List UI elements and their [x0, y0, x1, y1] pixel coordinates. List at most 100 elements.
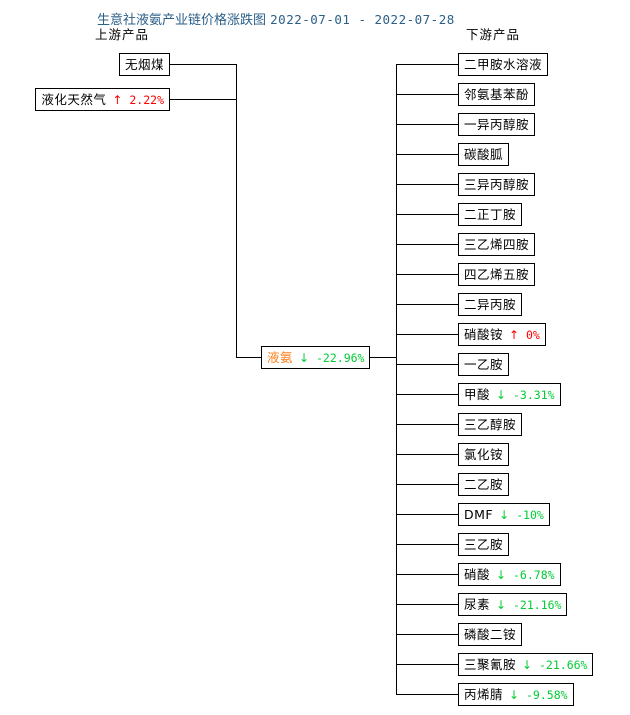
downstream-node-2[interactable]: 邻氨基苯酚: [458, 83, 536, 106]
downstream-node-6[interactable]: 二正丁胺: [458, 203, 523, 226]
arrow-down-icon: ↓: [496, 388, 507, 402]
downstream-node-4[interactable]: 碳酸胍: [458, 143, 510, 166]
node-label: 液氨: [267, 350, 294, 365]
connector-downstream-12: [396, 394, 458, 395]
node-label: 无烟煤: [124, 57, 164, 72]
change-down-value: ↓ -21.16%: [496, 598, 562, 612]
downstream-node-17[interactable]: 三乙胺: [458, 533, 510, 556]
node-label: 二乙胺: [464, 477, 504, 492]
upstream-node-1[interactable]: 无烟煤: [118, 53, 170, 76]
downstream-node-13[interactable]: 三乙醇胺: [458, 413, 523, 436]
connector-upstream-2: [170, 99, 236, 100]
arrow-up-icon: ↑: [112, 93, 123, 107]
connector-downstream-13: [396, 424, 458, 425]
node-label: DMF: [464, 507, 494, 522]
node-label: 二正丁胺: [464, 207, 517, 222]
node-label: 硝酸铵: [464, 327, 504, 342]
arrow-down-icon: ↓: [509, 688, 520, 702]
connector-downstream-8: [396, 274, 458, 275]
connector-downstream-10: [396, 334, 458, 335]
connector-downstream-22: [396, 694, 458, 695]
connector-left-to-center: [236, 357, 261, 358]
downstream-node-1[interactable]: 二甲胺水溶液: [458, 53, 549, 76]
node-label: 丙烯腈: [464, 687, 504, 702]
upstream-node-2[interactable]: 液化天然气 ↑ 2.22%: [35, 88, 170, 111]
upstream-column-header: 上游产品: [95, 27, 150, 42]
node-label: 磷酸二铵: [464, 627, 517, 642]
node-label: 氯化铵: [464, 447, 504, 462]
connector-downstream-20: [396, 634, 458, 635]
node-label: 液化天然气: [41, 92, 107, 107]
node-label: 四乙烯五胺: [464, 267, 530, 282]
connector-left-bus: [236, 64, 237, 357]
connector-downstream-4: [396, 154, 458, 155]
downstream-column-header: 下游产品: [466, 27, 521, 42]
downstream-node-18[interactable]: 硝酸 ↓ -6.78%: [458, 563, 561, 586]
downstream-node-9[interactable]: 二异丙胺: [458, 293, 523, 316]
connector-upstream-1: [170, 64, 236, 65]
change-up-value: ↑ 2.22%: [112, 93, 164, 107]
connector-downstream-1: [396, 64, 458, 65]
downstream-node-19[interactable]: 尿素 ↓ -21.16%: [458, 593, 568, 616]
downstream-node-21[interactable]: 三聚氰胺 ↓ -21.66%: [458, 653, 594, 676]
connector-downstream-15: [396, 484, 458, 485]
connector-downstream-5: [396, 184, 458, 185]
connector-downstream-21: [396, 664, 458, 665]
connector-downstream-7: [396, 244, 458, 245]
node-label: 三聚氰胺: [464, 657, 517, 672]
node-label: 二甲胺水溶液: [464, 57, 543, 72]
connector-downstream-17: [396, 544, 458, 545]
node-label: 一乙胺: [464, 357, 504, 372]
connector-downstream-11: [396, 364, 458, 365]
change-down-value: ↓ -21.66%: [522, 658, 588, 672]
arrow-down-icon: ↓: [496, 568, 507, 582]
change-up-value: ↑ 0%: [509, 328, 540, 342]
connector-center-to-right: [370, 357, 396, 358]
node-label: 甲酸: [464, 387, 491, 402]
connector-downstream-19: [396, 604, 458, 605]
title-date-range: 2022-07-01 - 2022-07-28: [270, 12, 455, 27]
connector-downstream-2: [396, 94, 458, 95]
node-label: 硝酸: [464, 567, 491, 582]
node-label: 邻氨基苯酚: [464, 87, 530, 102]
downstream-node-14[interactable]: 氯化铵: [458, 443, 510, 466]
downstream-node-15[interactable]: 二乙胺: [458, 473, 510, 496]
downstream-node-11[interactable]: 一乙胺: [458, 353, 510, 376]
downstream-node-16[interactable]: DMF ↓ -10%: [458, 503, 550, 526]
node-label: 碳酸胍: [464, 147, 504, 162]
downstream-node-10[interactable]: 硝酸铵 ↑ 0%: [458, 323, 546, 346]
connector-downstream-18: [396, 574, 458, 575]
node-label: 三乙烯四胺: [464, 237, 530, 252]
node-label: 三异丙醇胺: [464, 177, 530, 192]
connector-downstream-3: [396, 124, 458, 125]
downstream-node-22[interactable]: 丙烯腈↓ -9.58%: [458, 683, 574, 706]
change-down-value: ↓ -10%: [499, 508, 544, 522]
change-down-value: ↓ -6.78%: [496, 568, 555, 582]
connector-downstream-9: [396, 304, 458, 305]
change-down-value: ↓ -3.31%: [496, 388, 555, 402]
downstream-node-8[interactable]: 四乙烯五胺: [458, 263, 536, 286]
downstream-node-3[interactable]: 一异丙醇胺: [458, 113, 536, 136]
downstream-node-7[interactable]: 三乙烯四胺: [458, 233, 536, 256]
downstream-node-12[interactable]: 甲酸 ↓ -3.31%: [458, 383, 561, 406]
node-label: 三乙胺: [464, 537, 504, 552]
node-label: 尿素: [464, 597, 491, 612]
page-title: 生意社液氨产业链价格涨跌图 2022-07-01 - 2022-07-28: [97, 9, 455, 28]
downstream-node-20[interactable]: 磷酸二铵: [458, 623, 523, 646]
connector-downstream-14: [396, 454, 458, 455]
downstream-node-5[interactable]: 三异丙醇胺: [458, 173, 536, 196]
arrow-down-icon: ↓: [496, 598, 507, 612]
node-label: 二异丙胺: [464, 297, 517, 312]
center-node-liquid-ammonia[interactable]: 液氨 ↓ -22.96%: [261, 346, 371, 369]
node-label: 一异丙醇胺: [464, 117, 530, 132]
arrow-up-icon: ↑: [509, 328, 520, 342]
arrow-down-icon: ↓: [499, 508, 510, 522]
change-down-value: ↓ -22.96%: [299, 351, 365, 365]
connector-right-bus: [396, 64, 397, 694]
arrow-down-icon: ↓: [522, 658, 533, 672]
connector-downstream-16: [396, 514, 458, 515]
arrow-down-icon: ↓: [299, 351, 310, 365]
connector-downstream-6: [396, 214, 458, 215]
title-text: 生意社液氨产业链价格涨跌图: [97, 13, 267, 28]
